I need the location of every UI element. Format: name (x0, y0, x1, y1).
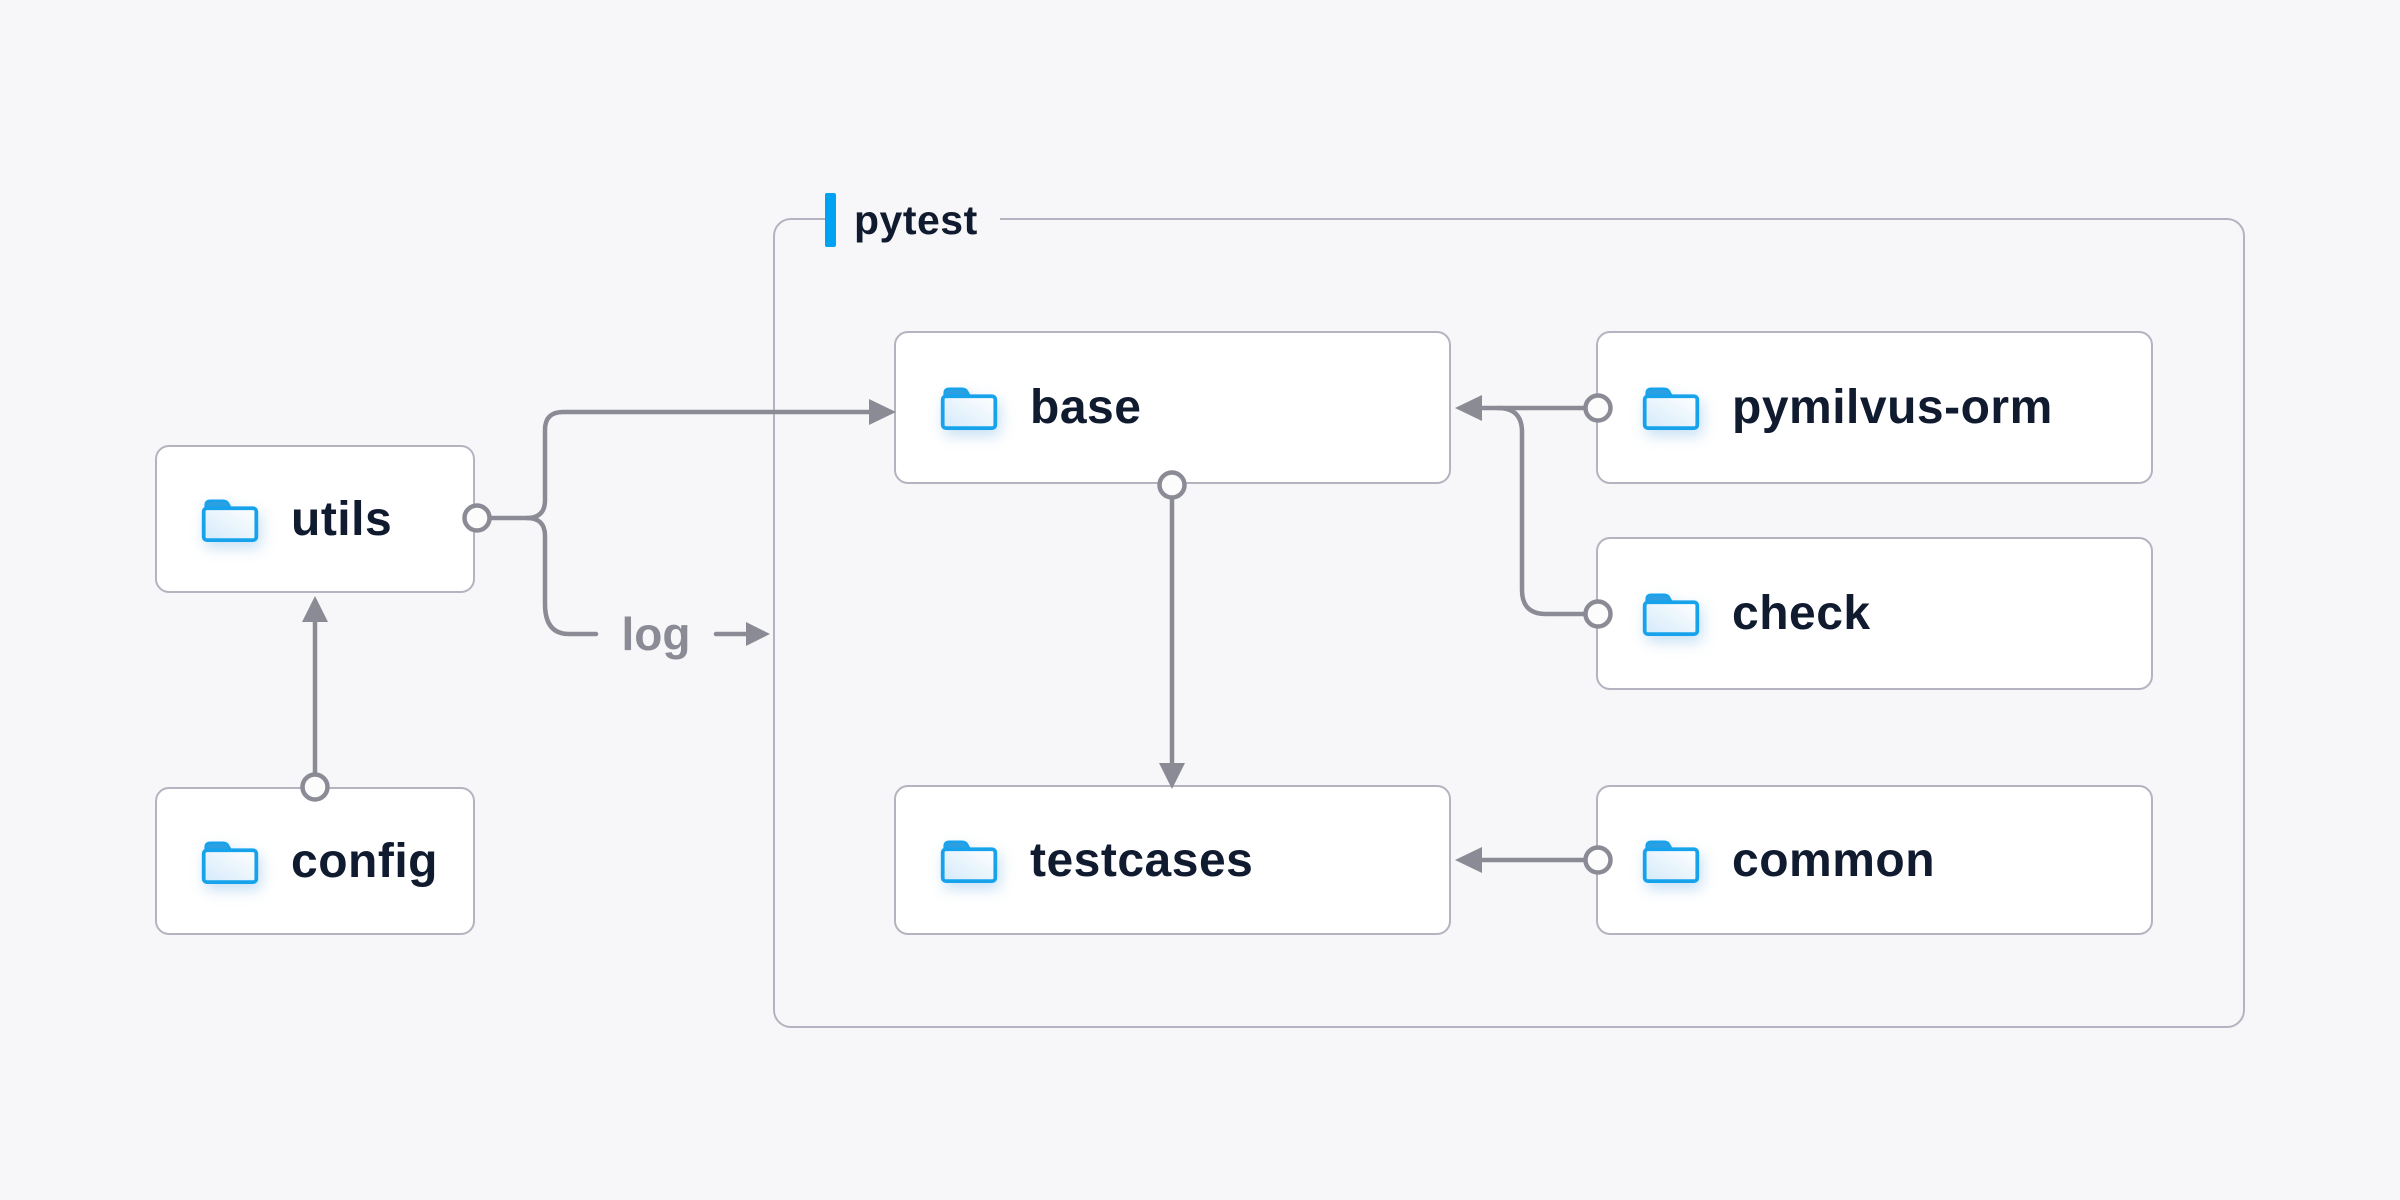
folder-icon (940, 839, 998, 883)
node-pymilvus-orm: pymilvus-orm (1596, 331, 2153, 484)
folder-icon (201, 840, 259, 884)
node-config-label: config (291, 834, 438, 888)
edge-config-utils (300, 596, 330, 802)
node-utils-label: utils (291, 492, 393, 546)
node-pymilvus-orm-label: pymilvus-orm (1732, 381, 2053, 434)
node-check: check (1596, 537, 2153, 690)
node-base-label: base (1030, 381, 1142, 434)
accent-bar-icon (825, 193, 836, 247)
folder-icon (940, 386, 998, 431)
node-testcases: testcases (894, 785, 1451, 935)
node-base: base (894, 331, 1451, 484)
node-check-label: check (1732, 587, 1871, 640)
group-title: pytest (854, 196, 978, 243)
folder-icon (1642, 386, 1700, 431)
node-common-label: common (1732, 833, 1936, 887)
node-common: common (1596, 785, 2153, 935)
folder-icon (1642, 592, 1700, 637)
folder-icon (201, 498, 259, 542)
node-testcases-label: testcases (1030, 833, 1254, 887)
node-config: config (155, 787, 475, 935)
edge-label-log: log (621, 608, 691, 660)
node-utils: utils (155, 445, 475, 593)
pytest-group: pytest (773, 189, 2245, 1028)
folder-icon (1642, 839, 1700, 883)
pytest-group-label: pytest (825, 189, 1000, 251)
